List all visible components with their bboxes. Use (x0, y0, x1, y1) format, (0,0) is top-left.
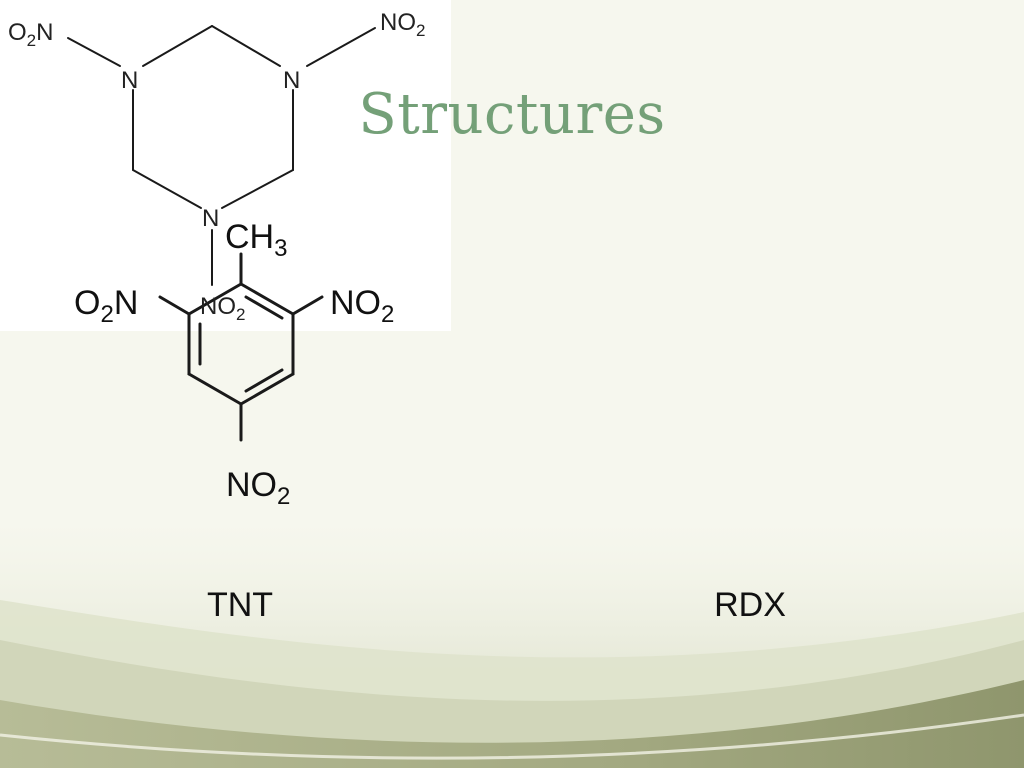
ring-bond (142, 25, 213, 67)
n-no2-bond (306, 27, 376, 67)
rdx-ring-n-left: N (121, 67, 138, 94)
benzene-ring (187, 282, 295, 406)
ring-bond (221, 169, 294, 209)
triazine-ring (132, 25, 294, 209)
slide-title: Structures (358, 82, 666, 147)
double-bond (244, 295, 284, 320)
tnt-structure: CH3 O2N NO2 NO2 (74, 218, 394, 510)
rdx-o2n-label: O2N (8, 19, 53, 50)
tnt-no2-right-label: NO2 (330, 284, 394, 328)
n-no2-bond (67, 37, 121, 67)
ring-bond (187, 282, 243, 316)
rdx-panel: N N N O2N NO2 NO2 (0, 0, 451, 331)
tnt-ch3-label: CH3 (225, 218, 287, 262)
rdx-ring-n-bottom: N (202, 205, 219, 232)
tnt-caption: TNT (206, 586, 274, 624)
tnt-o2n-label: O2N (74, 284, 138, 328)
rdx-no2-right-label: NO2 (380, 9, 425, 40)
tnt-no2-bottom-label: NO2 (226, 466, 290, 510)
rdx-no2-bottom-label: NO2 (200, 293, 245, 324)
rdx-ring-n-right: N (283, 67, 300, 94)
ring-bond (211, 25, 281, 67)
ring-bond (132, 169, 202, 209)
ring-bond (187, 372, 243, 406)
substituent-bond (291, 295, 324, 316)
rdx-caption: RDX (714, 586, 786, 624)
ring-bond (239, 372, 295, 406)
substituent-bond (158, 295, 191, 316)
double-bond (244, 368, 284, 393)
rdx-structure: N N N O2N NO2 NO2 (8, 9, 425, 324)
ring-bond (239, 282, 295, 316)
